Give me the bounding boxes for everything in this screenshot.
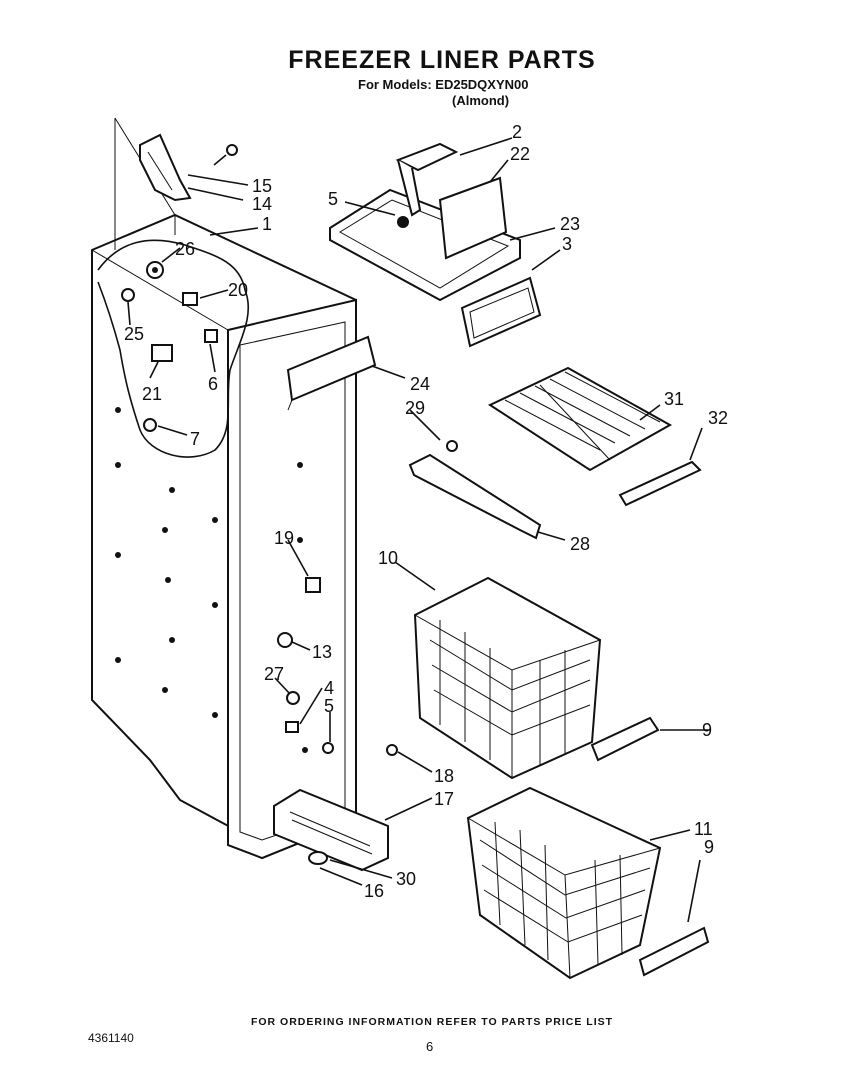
callout-17: 17 [434,789,454,809]
callout-19: 19 [274,528,294,548]
callout-11: 11 [694,819,713,839]
upper-shelf-assembly [329,142,521,302]
part-10-basket [413,576,602,780]
model-number: For Models: ED25DQXYN00 [358,77,529,92]
callout-25: 25 [124,324,144,344]
part-14-bracket [139,133,192,202]
callout-5-top: 5 [328,189,338,209]
part-26-socket [146,261,164,279]
part-20-switch [182,292,198,306]
part-18-screw [386,744,398,756]
part-3-frame [460,276,542,348]
callout-22: 22 [510,144,530,164]
callout-24: 24 [410,374,430,394]
callout-32: 32 [708,408,728,428]
part-32-trim [618,460,702,507]
part-29-screw [446,440,458,452]
freezer-liner [91,117,357,860]
part-9-basket-trim-lower [638,926,710,977]
part-5-screw-lower [322,742,334,754]
callout-1: 1 [262,214,272,234]
callout-26: 26 [175,239,195,259]
part-4-bracket [285,721,299,733]
callout-3: 3 [562,234,572,254]
model-color: (Almond) [452,93,510,108]
callout-18: 18 [434,766,454,786]
callout-6: 6 [208,374,218,394]
part-24-duct [286,335,377,411]
callout-15: 15 [252,176,272,196]
ordering-note: FOR ORDERING INFORMATION REFER TO PARTS … [250,1016,614,1028]
leader-lines [127,137,710,923]
callout-4: 4 [324,678,334,698]
callout-30: 30 [396,869,416,889]
callout-27: 27 [264,664,284,684]
callout-21: 21 [142,384,162,404]
document-number: 4361140 [88,1031,134,1045]
part-17-grille [273,788,389,872]
callout-labels: 1 2 22 5 23 3 15 14 26 20 25 6 21 7 24 2… [124,122,728,901]
callout-29: 29 [405,398,425,418]
callout-10: 10 [378,548,398,568]
part-31-wire-shelf [487,366,673,472]
callout-31: 31 [664,389,684,409]
callout-2: 2 [512,122,522,142]
part-21-thermostat [151,344,173,362]
callout-9-lower: 9 [704,837,714,857]
callout-13: 13 [312,642,332,662]
part-6-clip [204,329,218,343]
callout-9-upper: 9 [702,720,712,740]
part-28-shelf-support [408,453,542,540]
part-11-basket [466,786,662,980]
callout-14: 14 [252,194,272,214]
page-title: FREEZER LINER PARTS [288,46,596,74]
callout-7: 7 [190,429,200,449]
callout-5-lower: 5 [324,696,334,716]
part-25-lamp [121,288,135,302]
part-30-foot [308,851,328,865]
callout-28: 28 [570,534,590,554]
callout-16: 16 [364,881,384,901]
part-27-screw [286,691,300,705]
part-19-clip [305,577,321,593]
callout-20: 20 [228,280,248,300]
part-13-hinge [277,632,293,648]
part-9-basket-trim-upper [590,716,660,762]
part-15-screw [213,144,238,166]
callout-23: 23 [560,214,580,234]
page-number: 6 [426,1039,434,1054]
part-7-screw [143,418,157,432]
